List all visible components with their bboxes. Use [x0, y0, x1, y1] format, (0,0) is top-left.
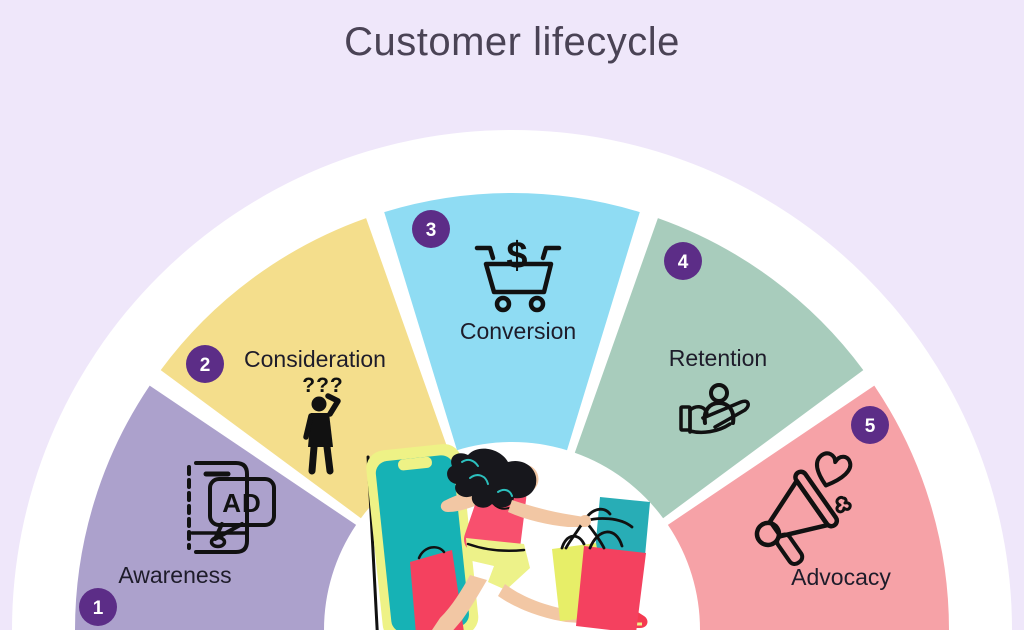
segment-awareness [75, 385, 357, 630]
label-consideration: Consideration [244, 346, 386, 372]
badge-3: 3 [412, 210, 450, 248]
label-advocacy: Advocacy [791, 564, 891, 590]
badge-5: 5 [851, 406, 889, 444]
segment-retention [574, 218, 864, 519]
runner-hand [579, 515, 591, 527]
shopping-cart-dollar-icon: $ [474, 235, 562, 313]
runner-back-leg [432, 575, 487, 630]
megaphone-heart-icon [754, 451, 853, 567]
label-conversion: Conversion [460, 318, 576, 344]
smartphone-ad-icon: AD [187, 461, 276, 554]
badge-4: 4 [664, 242, 702, 280]
runner-front-arm [508, 500, 589, 527]
ad-bubble-text: AD [222, 488, 262, 518]
segment-conversion [384, 192, 640, 451]
svg-text:3: 3 [426, 220, 437, 241]
hand-holding-customer-icon [679, 383, 750, 435]
shopping-bag-red [576, 546, 646, 630]
segment-advocacy [667, 385, 949, 630]
label-retention: Retention [669, 345, 767, 371]
center-illustration [366, 444, 650, 630]
svg-text:4: 4 [678, 252, 689, 273]
svg-text:1: 1 [93, 598, 104, 619]
svg-text:5: 5 [865, 416, 876, 437]
runner-hair [447, 448, 537, 508]
dollar-sign: $ [506, 235, 527, 277]
badge-2: 2 [186, 345, 224, 383]
segment-consideration [160, 218, 450, 519]
label-awareness: Awareness [118, 562, 231, 588]
confused-person-icon: ??? [302, 374, 343, 475]
question-marks: ??? [302, 374, 343, 397]
badge-1: 1 [79, 588, 117, 626]
svg-text:2: 2 [200, 355, 211, 376]
page-title: Customer lifecycle [344, 20, 680, 64]
